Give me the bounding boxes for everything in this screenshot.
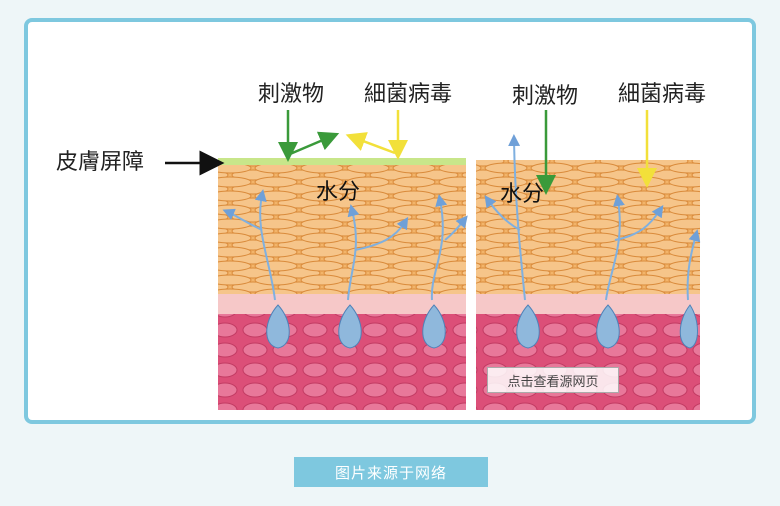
- right-skin-panel: [476, 110, 701, 410]
- water-droplet: [338, 304, 362, 349]
- water-droplet: [596, 304, 620, 349]
- left-skin-panel: [165, 110, 468, 410]
- water-droplet: [679, 304, 698, 349]
- stimulus-label-left: 刺激物: [258, 82, 325, 107]
- stimulus-deflect-arrow: [289, 131, 340, 156]
- bacteria-label-right: 細菌病毒: [618, 82, 707, 107]
- water-droplet: [266, 304, 290, 349]
- bacteria-label-left: 細菌病毒: [364, 82, 453, 107]
- water-label-right: 水分: [500, 182, 545, 207]
- water-droplet: [422, 304, 446, 349]
- bacteria-deflect-arrow: [345, 132, 396, 155]
- water-label-left: 水分: [316, 180, 361, 205]
- barrier-layer: [218, 158, 466, 165]
- view-source-button[interactable]: 点击查看源网页: [487, 367, 619, 393]
- water-droplet: [516, 304, 540, 349]
- image-source-caption: 图片来源于网络: [294, 457, 488, 487]
- barrier-label: 皮膚屏障: [56, 150, 145, 175]
- stimulus-label-right: 刺激物: [512, 84, 579, 109]
